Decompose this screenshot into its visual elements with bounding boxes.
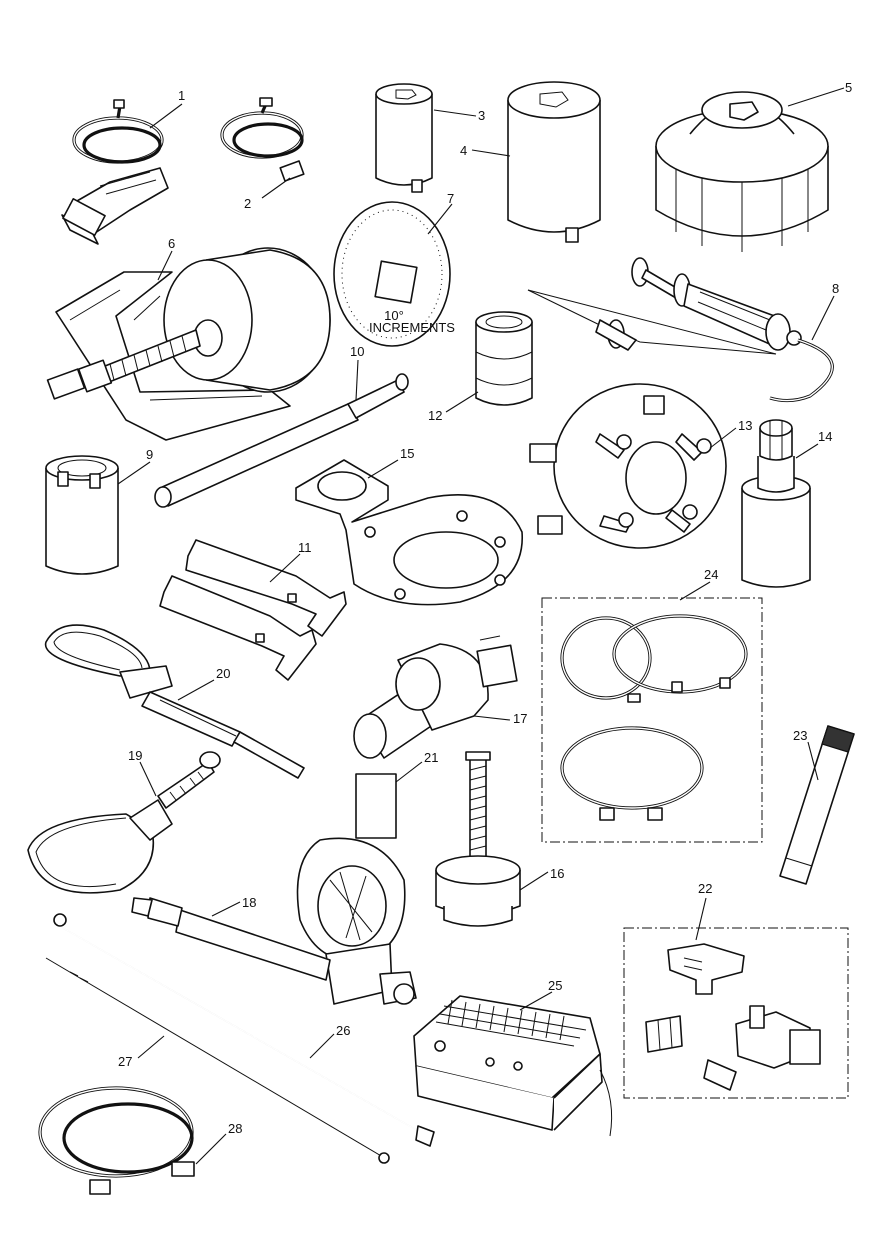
part-19-band-clamp: [27, 751, 221, 894]
part-15-plate-tool: [295, 459, 523, 606]
callout-18: 18: [242, 895, 256, 910]
part-22-kit: [623, 927, 849, 1099]
callout-labels: 1 2 3 4 5 6 7 8 9 10 11 12 13 14 15 16 1…: [118, 80, 852, 1136]
part-27-probe: [45, 957, 390, 1164]
protractor-text-1: 10°: [384, 308, 404, 323]
part-1-diagnostic-cable: [61, 99, 169, 245]
part-2-cable: [220, 97, 305, 182]
part-26-probe: [53, 913, 435, 1147]
callout-15: 15: [400, 446, 414, 461]
part-3-socket: [375, 83, 433, 193]
callout-20: 20: [216, 666, 230, 681]
part-14-bolt-adaptor: [741, 419, 811, 588]
callout-7: 7: [447, 191, 454, 206]
callout-24: 24: [704, 567, 718, 582]
part-5-filter-wrench: [655, 91, 829, 252]
part-10-drift: [154, 373, 409, 508]
callout-4: 4: [460, 143, 467, 158]
callout-21: 21: [424, 750, 438, 765]
callout-9: 9: [146, 447, 153, 462]
callout-23: 23: [793, 728, 807, 743]
callout-22: 22: [698, 881, 712, 896]
part-7-degree-disc: 10° INCREMENTS: [333, 201, 455, 347]
callout-26: 26: [336, 1023, 350, 1038]
callout-13: 13: [738, 418, 752, 433]
part-12-bush: [475, 311, 533, 406]
callout-1: 1: [178, 88, 185, 103]
callout-2: 2: [244, 196, 251, 211]
callout-16: 16: [550, 866, 564, 881]
callout-10: 10: [350, 344, 364, 359]
part-8-pump-syringe: [527, 257, 834, 403]
part-6-press-tool: [46, 247, 331, 441]
callout-8: 8: [832, 281, 839, 296]
part-4-socket: [507, 81, 601, 243]
callout-28: 28: [228, 1121, 242, 1136]
callout-14: 14: [818, 429, 832, 444]
part-21-card: [355, 773, 397, 839]
callout-25: 25: [548, 978, 562, 993]
part-13-holding-plate: [529, 383, 727, 549]
part-28-test-lead: [38, 1086, 195, 1195]
callout-11: 11: [298, 540, 312, 555]
callout-5: 5: [845, 80, 852, 95]
part-9-castle-socket: [45, 455, 119, 575]
part-16-screw-puller: [435, 751, 521, 927]
part-11-spanners: [159, 539, 347, 681]
callout-12: 12: [428, 408, 442, 423]
callout-17: 17: [513, 711, 527, 726]
callout-19: 19: [128, 748, 142, 763]
callout-3: 3: [478, 108, 485, 123]
part-23-marker: [779, 725, 855, 885]
protractor-text-2: INCREMENTS: [369, 320, 455, 335]
part-24-harness-kit: [541, 597, 763, 843]
part-20-strap-wrench: [44, 624, 305, 779]
callout-6: 6: [168, 236, 175, 251]
part-18-pressure-gauge: [131, 837, 417, 1005]
part-17-socket-adaptor: [353, 635, 518, 759]
callout-27: 27: [118, 1054, 132, 1069]
part-25-charger: [413, 995, 613, 1137]
